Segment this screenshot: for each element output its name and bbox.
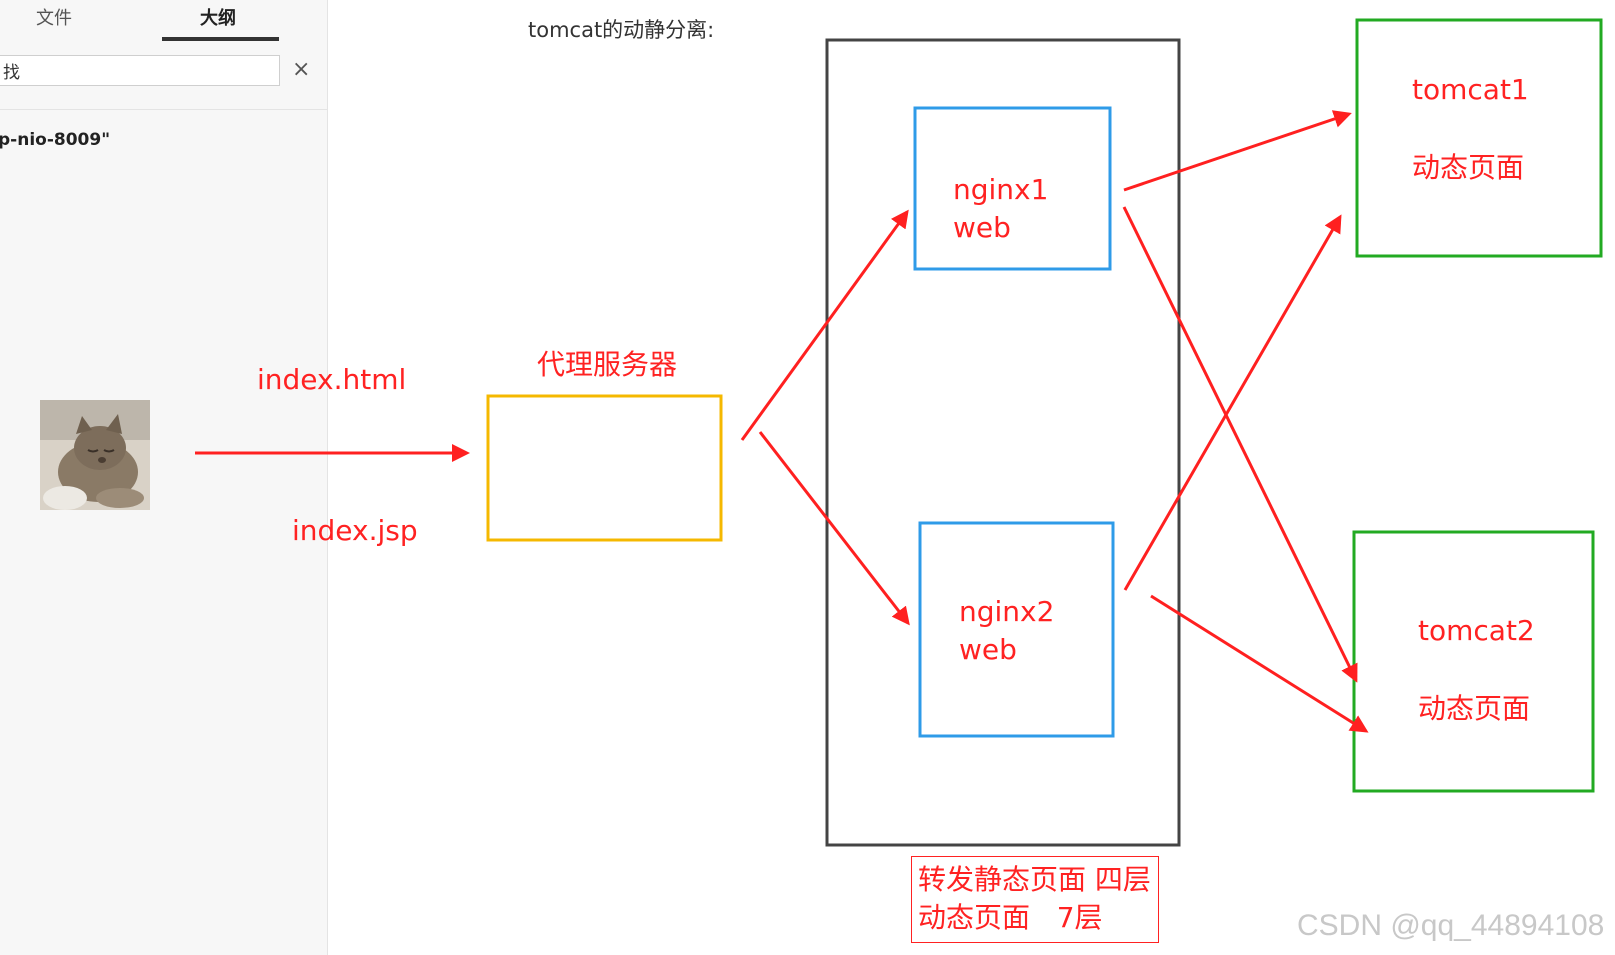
- nginx2-box: [918, 521, 1115, 738]
- nginx2-name: nginx2: [959, 595, 1055, 628]
- diagram-title: tomcat的动静分离:: [528, 18, 715, 42]
- legend-note-box: 转发静态页面 四层 动态页面 7层: [911, 856, 1159, 943]
- arrow-nginx2-to-tomcat1: [1123, 214, 1342, 591]
- tomcat2-desc: 动态页面: [1418, 692, 1531, 725]
- csdn-watermark: CSDN @qq_44894108: [1297, 909, 1605, 942]
- nginx2-role: web: [959, 633, 1017, 666]
- tab-outline[interactable]: 大纲: [200, 8, 236, 29]
- legend-line-static: 转发静态页面 四层: [918, 863, 1151, 896]
- nginx1-box: [913, 106, 1112, 271]
- nginx1-role: web: [953, 211, 1011, 244]
- client-kitten-image: [40, 400, 150, 510]
- close-icon[interactable]: ×: [292, 57, 311, 82]
- arrow-nginx2-to-tomcat2: [1150, 594, 1369, 733]
- label-proxy-server: 代理服务器: [537, 348, 678, 381]
- active-tab-indicator: [162, 37, 279, 41]
- outline-search-input[interactable]: [0, 55, 280, 86]
- outline-item[interactable]: p-nio-8009": [0, 130, 111, 150]
- tab-file[interactable]: 文件: [36, 8, 72, 29]
- arrow-proxy-to-nginx1: [740, 209, 909, 441]
- arrow-nginx1-to-tomcat1: [1123, 110, 1352, 192]
- server-group-container: [825, 38, 1181, 847]
- tomcat1-desc: 动态页面: [1412, 151, 1525, 184]
- arrow-nginx1-to-tomcat2: [1122, 206, 1358, 683]
- tomcat2-box: [1352, 530, 1595, 793]
- tomcat2-name: tomcat2: [1418, 614, 1535, 647]
- label-index-jsp: index.jsp: [292, 514, 418, 547]
- nginx1-name: nginx1: [953, 173, 1049, 206]
- tomcat1-name: tomcat1: [1412, 73, 1529, 106]
- legend-line-dynamic: 动态页面 7层: [918, 901, 1103, 934]
- tomcat1-box: [1355, 18, 1603, 258]
- label-index-html: index.html: [257, 363, 407, 396]
- sidebar-divider: [0, 109, 328, 110]
- arrow-proxy-to-nginx2: [758, 431, 910, 626]
- proxy-server-box: [486, 394, 723, 542]
